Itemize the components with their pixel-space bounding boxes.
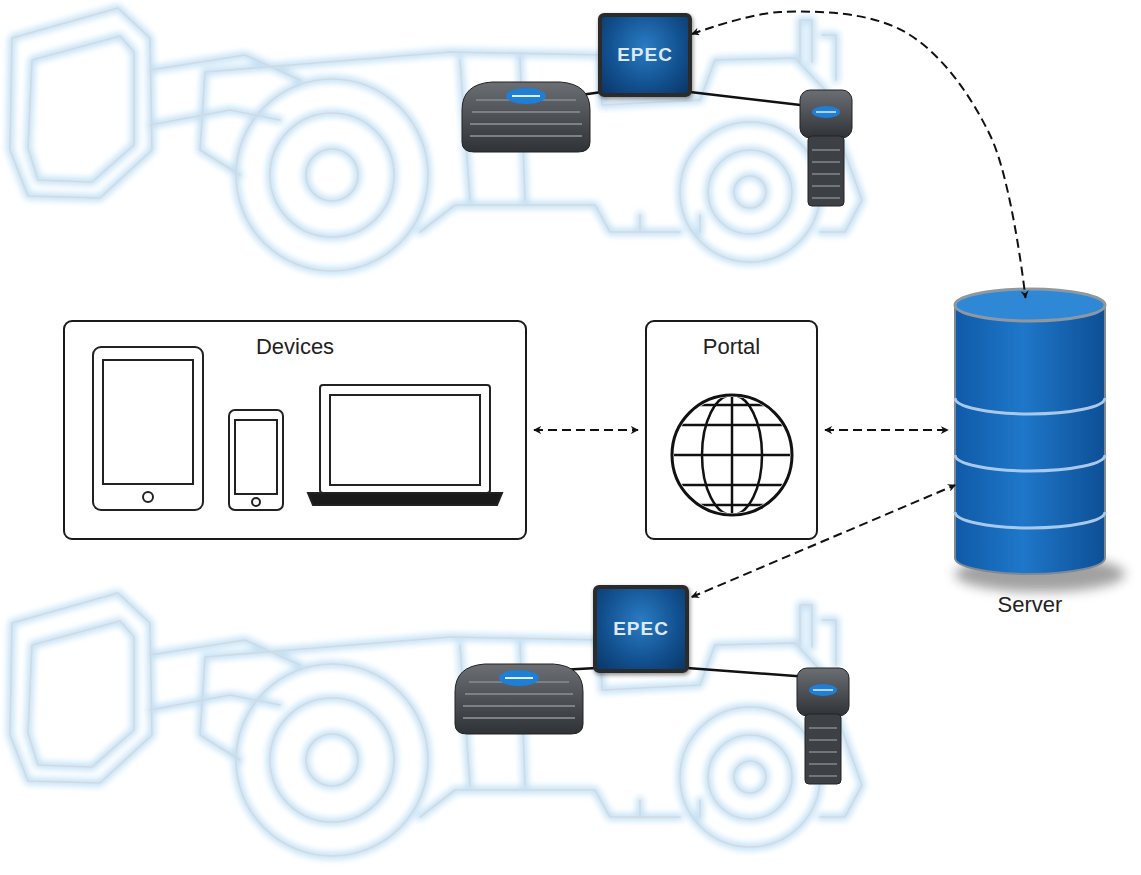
device-icons bbox=[93, 347, 502, 510]
group-box: Devices bbox=[63, 320, 527, 540]
display-unit: EPEC bbox=[598, 13, 692, 97]
loader-outline bbox=[10, 8, 862, 271]
dashed-connector bbox=[534, 429, 638, 431]
node-label: EPEC bbox=[617, 44, 673, 66]
dashed-connector bbox=[825, 429, 948, 431]
group-box: Portal bbox=[645, 320, 818, 540]
node-label: Server bbox=[998, 592, 1063, 618]
node-label: Devices bbox=[256, 334, 334, 360]
controller-unit bbox=[455, 664, 583, 734]
controller-unit bbox=[800, 90, 852, 206]
dashed-connector bbox=[692, 485, 955, 597]
node-label: EPEC bbox=[613, 618, 669, 640]
dashed-connector bbox=[692, 12, 1026, 298]
controller-unit bbox=[462, 82, 590, 152]
controller-unit bbox=[797, 668, 849, 784]
display-unit: EPEC bbox=[593, 585, 689, 673]
loader-outline bbox=[10, 593, 862, 856]
node-label: Portal bbox=[703, 334, 760, 360]
server-node: Server bbox=[955, 288, 1105, 620]
server-cylinder bbox=[955, 289, 1125, 592]
globe-icon bbox=[670, 395, 794, 515]
